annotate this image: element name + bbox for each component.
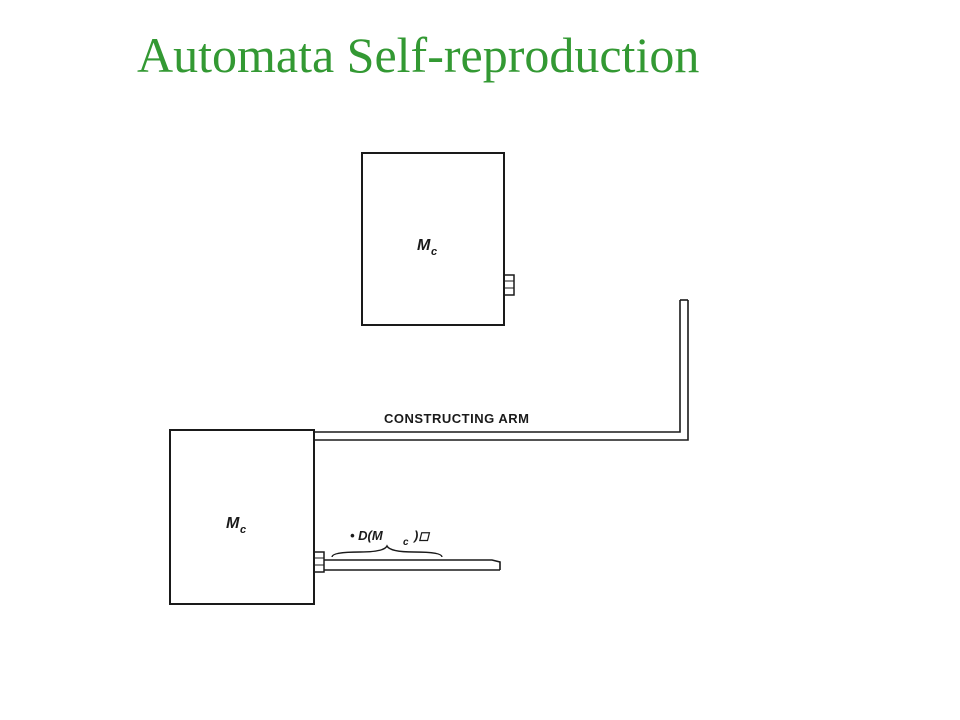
tape-label-subscript: c [403,537,409,548]
constructing-arm [314,299,689,441]
offspring-machine-subscript: c [431,246,437,258]
parent-machine-box [169,429,315,605]
tape-label-prefix: • D(M [350,528,384,543]
parent-machine-subscript: c [240,524,246,536]
offspring-machine-box [361,152,505,326]
tape-label-suffix: )◻ [412,528,430,543]
parent-machine-label: M [226,515,240,532]
tape [324,559,501,571]
constructing-arm-label: CONSTRUCTING ARM [384,411,529,426]
tape-brace [331,544,443,558]
parent-connector [313,551,325,573]
offspring-connector [503,274,515,296]
slide-title: Automata Self-reproduction [137,27,700,83]
offspring-machine-label: M [417,237,431,254]
